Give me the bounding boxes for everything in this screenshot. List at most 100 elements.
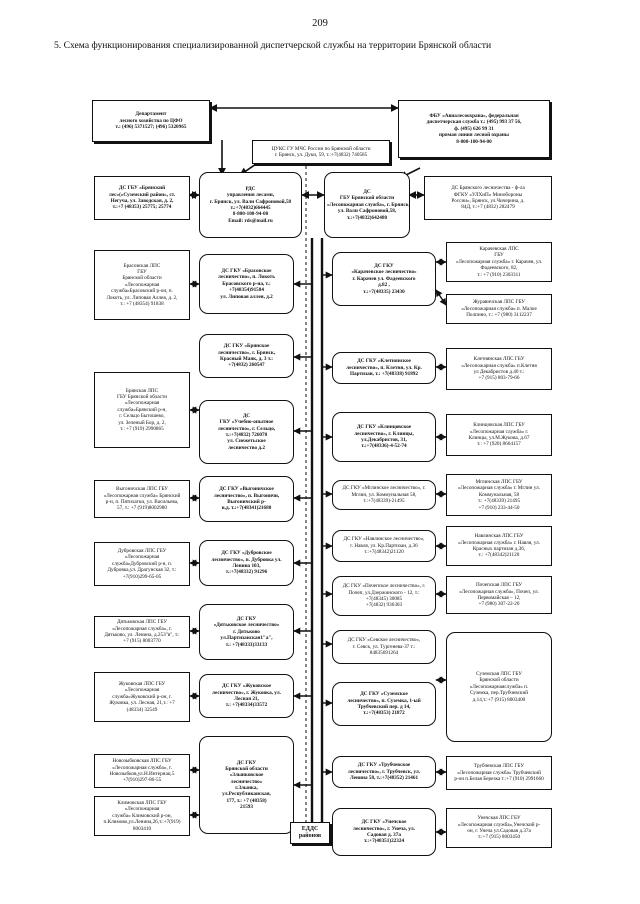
node-ds-dyatkovskoe: ДС ГКУ«Дятьковское лесничество»г. Дятько…: [199, 604, 294, 660]
node-text-line: Новозыбков,ул.Н.Интернац.5: [109, 771, 175, 777]
node-text-line: «Лесопожарная служба» г.: [469, 428, 529, 435]
node-text-line: Жуковка, ул. Лесная, 21,т.: +7: [109, 700, 175, 707]
node-text-line: Брянская ЛПС: [125, 387, 159, 394]
node-text-line: служба»Дубровский р-н, п.: [111, 560, 173, 567]
node-text-line: ГКУ «Учебно-опытное: [219, 419, 274, 426]
node-text-line: т.:+7(4832) 726070: [225, 432, 268, 438]
node-text-line: Брасовская ЛПС: [123, 262, 161, 269]
node-text-line: р-н, п. Пятихатки, ул. Васильева,: [105, 499, 179, 505]
node-text-line: +7(910)299-65-05: [122, 573, 162, 580]
node-text-line: Красный Маяк, д. 3 т.:: [219, 356, 274, 362]
node-text-line: Садовая д. 37а: [367, 832, 401, 838]
node-text-line: г.Злынка,: [235, 785, 258, 791]
node-text-line: (48334) 32549: [126, 706, 158, 713]
node-text-line: г. Брянск, ул. Вали Сафроновой,58: [209, 198, 292, 205]
connector-lps-zhurav: [435, 289, 447, 306]
node-text-line: Клетнянская ЛПС ГБУ: [473, 356, 525, 363]
node-text-line: ул.Партизанская1"а",: [220, 635, 273, 642]
node-text-line: Партизан, т.: +7(48338) 91892: [350, 371, 418, 378]
node-text-line: Дятьково, ул. Ленина, д.253"в", т.:: [104, 632, 180, 638]
node-text-line: т.: +7(48339) 21495: [477, 498, 521, 505]
node-text-line: т.: +7 (919) 2990865: [120, 425, 164, 432]
node-text-line: «Лесопожарная служба», Почеп, ул.: [459, 588, 539, 595]
node-text-line: Суземская ЛПС ГБУ: [476, 671, 522, 678]
node-text-line: Трубчевский пер. д 14,: [357, 704, 411, 710]
node-text-line: служба»Жуковский р-он, г.: [112, 693, 172, 700]
node-text-line: ДС ГКУ: [236, 759, 257, 766]
node-text-line: п.Климово,ул.Ленина,26,т.:+7(919): [103, 819, 181, 826]
node-text-line: РДС: [245, 185, 256, 192]
node-text-line: т.: +7 (910) 2303311: [477, 271, 521, 278]
node-text-line: г. Сельцо Бытошево,: [119, 413, 165, 420]
node-ds-mglinskoe: ДС ГКУ «Мглинское лесничество», г.Мглин,…: [332, 480, 436, 510]
node-text-line: служба»Брасовский р-он, п.: [111, 288, 173, 295]
node-zhuravlevskaya-lps: Журавичская ЛПС ГБУ«Лесопожарная служба»…: [446, 294, 552, 324]
node-text-line: Навлинская ЛПС ГБУ: [474, 533, 524, 540]
node-unechskaya-lps: Унечская ЛПС ГБУ«Лесопожарная служба»,Ун…: [446, 808, 552, 848]
node-text-line: «Лесопожарная служба» г. Карачев, ул.: [455, 258, 543, 265]
node-text-line: Новозыбковская ЛПС ГБУ: [112, 758, 172, 765]
node-text-line: лесничество», г. Клинцы,: [354, 430, 414, 437]
node-text-line: 84Д, т.:+7 (4832) 282479: [461, 204, 515, 211]
node-text-line: ул.Декабристов, 31,: [361, 437, 407, 443]
node-text-line: Дятьковская ЛПС ГБУ: [116, 619, 168, 626]
node-text-line: т.: (496) 5371527; (496) 5320965: [115, 124, 187, 131]
node-text-line: +7(48345) 30085: [365, 596, 403, 602]
node-text-line: т.:+7(48353) 21872: [363, 710, 405, 717]
node-text-line: т.: +7 (48354) 91838: [120, 300, 164, 307]
node-text-line: ДС ГКУ «Навлинское лесничество»,: [343, 536, 425, 543]
node-text-line: 84835691264: [369, 650, 399, 657]
node-text-line: лесничество», п. Суземка, 1-ый: [347, 697, 421, 704]
node-text-line: Клинцовская ЛПС ГБУ: [473, 422, 525, 429]
node-text-line: лесничество», г. Брянск,: [217, 349, 276, 356]
node-text-line: «Лесопожарная служба» г. Мглин ул.: [458, 485, 540, 492]
node-text-line: Полпино, т.: +7 (980) 3112237: [466, 312, 532, 319]
node-text-line: «Лесопожарная: [124, 554, 160, 561]
node-text-line: «Лесопожарная служба» п.Клетня: [461, 362, 537, 369]
node-text-line: лесного хозяйства по ЦФО: [119, 117, 183, 124]
node-pochepskaya-lps: Почепская ЛПС ГБУ«Лесопожарная служба», …: [446, 576, 552, 614]
node-text-line: Первомайская – 12,: [477, 595, 521, 601]
node-text-line: Выгоничский р-: [227, 499, 266, 505]
node-text-line: 177, т.: +7 (48358): [226, 797, 267, 804]
node-text-line: лесничество»: [230, 778, 263, 785]
node-text-line: т.: +7 (920) 8664157: [477, 441, 521, 448]
node-text-line: Клинцы, ул.М.Жукова, д.67: [468, 435, 530, 441]
node-ds-karachevskoe: ДС ГКУ«Карачевское лесничество»г. Караче…: [332, 252, 436, 306]
node-text-line: ФБУ «Авиалесоохрана», федеральная: [429, 113, 519, 120]
node-text-line: т.:+7(48332) 91296: [225, 569, 268, 576]
node-text-line: т.:+7 (915) 8003450: [477, 834, 521, 841]
node-text-line: «Лесопожарная служба»,Унечский р-: [457, 821, 541, 828]
node-text-line: «Лесопожарная служба» г. Навля, ул.: [457, 539, 541, 546]
node-text-line: Лесная 21,: [234, 696, 259, 702]
node-text-line: Фадеевского, 82,: [480, 265, 518, 272]
node-text-line: лесничество», п. Клетня, ул. Кр.: [346, 364, 422, 371]
node-text-line: ДС Брянского лесничества - ф-ла: [451, 185, 525, 192]
node-text-line: ДС ГКУ «Брянское: [223, 343, 270, 350]
node-text-line: Локоть, ул. Липовая Аллея, д. 2,: [106, 294, 178, 301]
node-kletnyanskaya-lps: Клетнянская ЛПС ГБУ«Лесопожарная служба»…: [446, 348, 552, 390]
node-text-line: ДС: [363, 189, 371, 196]
node-text-line: «Лесопожарная: [124, 806, 160, 813]
node-text-line: т.: +7(48334)33572: [225, 702, 268, 709]
node-text-line: +7 (980) 307-22-20: [478, 601, 520, 608]
node-text-line: ГБУ: [137, 269, 147, 276]
node-text-line: прямая линия лесной охраны: [439, 132, 509, 139]
node-text-line: ДС ГКУ «Клинцовское: [356, 424, 412, 431]
node-text-line: ДС ГКУ «Дубровское: [221, 550, 272, 557]
node-text-line: ГБУ Брянской области: [339, 195, 395, 202]
node-text-line: +7(910)297-86-55: [122, 777, 162, 784]
node-text-line: +7(48354)91584: [229, 287, 264, 294]
node-novozybkovskaya-lps: Новозыбковская ЛПС ГБУ«Лесопожарная служ…: [94, 754, 190, 788]
node-text-line: Мглин, ул. Коммунальная 58,: [351, 491, 417, 498]
